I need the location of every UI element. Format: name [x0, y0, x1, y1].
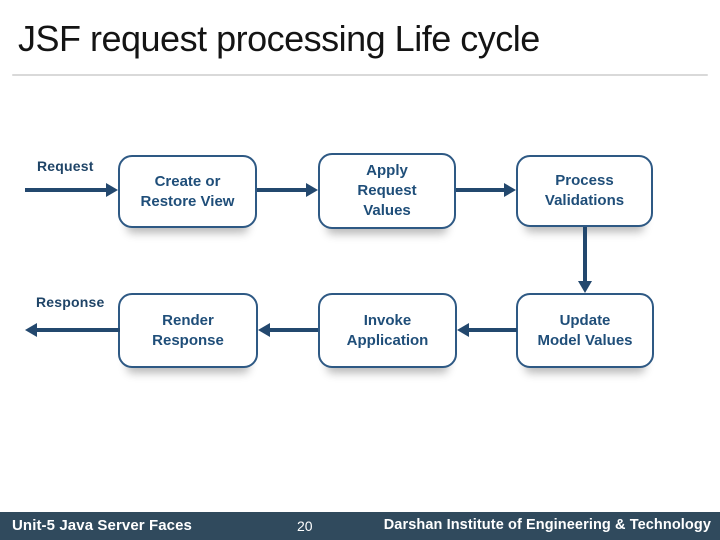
arrow-apply-to-process-line	[456, 188, 504, 192]
arrow-response-out-line	[37, 328, 120, 332]
footer-unit-label: Unit-5 Java Server Faces	[12, 517, 193, 534]
arrow-request-in-line	[25, 188, 106, 192]
arrow-left-icon	[25, 323, 37, 337]
response-label: Response	[36, 294, 105, 310]
request-label: Request	[37, 158, 94, 174]
footer-bar: Unit-5 Java Server Faces 20 Darshan Inst…	[0, 512, 720, 540]
arrow-right-icon	[106, 183, 118, 197]
title-divider	[12, 74, 708, 76]
page-title: JSF request processing Life cycle	[18, 18, 540, 59]
arrow-create-to-apply-line	[257, 188, 306, 192]
arrow-right-icon	[306, 183, 318, 197]
node-apply-request-values: Apply Request Values	[318, 153, 456, 229]
footer-page-number: 20	[297, 518, 313, 534]
node-update-model-values: Update Model Values	[516, 293, 654, 368]
node-process-validations: Process Validations	[516, 155, 653, 227]
arrow-update-to-invoke-line	[469, 328, 517, 332]
node-invoke-application: Invoke Application	[318, 293, 457, 368]
node-create-or-restore-view: Create or Restore View	[118, 155, 257, 228]
arrow-left-icon	[457, 323, 469, 337]
arrow-invoke-to-render-line	[270, 328, 318, 332]
arrow-right-icon	[504, 183, 516, 197]
node-render-response: Render Response	[118, 293, 258, 368]
footer-institute-label: Darshan Institute of Engineering & Techn…	[383, 517, 711, 533]
arrow-down-icon	[578, 281, 592, 293]
arrow-left-icon	[258, 323, 270, 337]
arrow-process-to-update-line	[583, 227, 587, 281]
